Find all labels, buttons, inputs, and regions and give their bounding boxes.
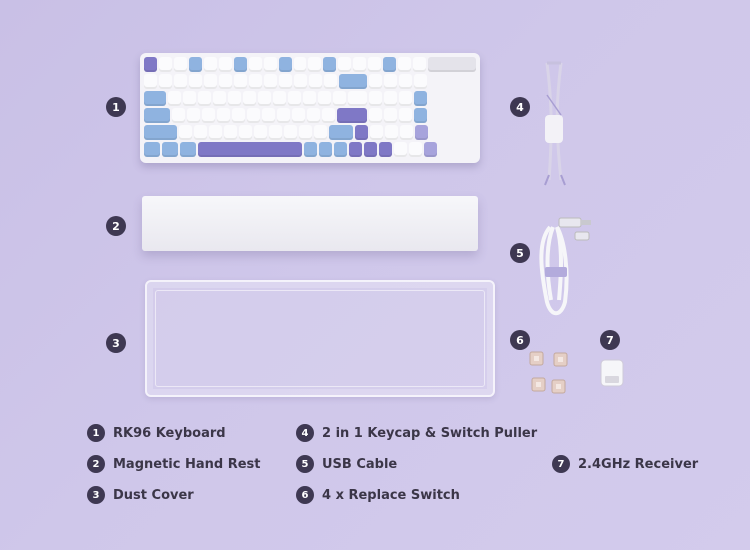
legend-label: 2 in 1 Keycap & Switch Puller — [322, 425, 538, 441]
item-badge-3: 3 — [106, 333, 126, 353]
legend-label: RK96 Keyboard — [113, 425, 226, 441]
item-badge-4: 4 — [510, 97, 530, 117]
legend-badge: 7 — [552, 455, 570, 473]
legend-badge: 6 — [296, 486, 314, 504]
legend-badge: 3 — [87, 486, 105, 504]
keyboard-image — [140, 53, 480, 163]
legend-badge: 5 — [296, 455, 314, 473]
legend-badge: 1 — [87, 424, 105, 442]
legend-label: Dust Cover — [113, 487, 194, 503]
item-badge-1: 1 — [106, 97, 126, 117]
replace-switches-image — [529, 351, 568, 394]
legend-item-4: 4 2 in 1 Keycap & Switch Puller — [296, 424, 537, 442]
keycap-switch-puller-image — [544, 61, 566, 186]
item-badge-6: 6 — [510, 330, 530, 350]
usb-cable-image — [539, 217, 591, 316]
legend-item-6: 6 4 x Replace Switch — [296, 486, 460, 504]
item-badge-7: 7 — [600, 330, 620, 350]
dust-cover-image — [145, 280, 495, 397]
legend-label: 2.4GHz Receiver — [578, 456, 699, 472]
item-badge-2: 2 — [106, 216, 126, 236]
legend-badge: 2 — [87, 455, 105, 473]
legend-label: 4 x Replace Switch — [322, 487, 460, 503]
legend-item-5: 5 USB Cable — [296, 455, 397, 473]
legend-item-7: 7 2.4GHz Receiver — [552, 455, 698, 473]
legend-item-2: 2 Magnetic Hand Rest — [87, 455, 261, 473]
legend-label: Magnetic Hand Rest — [113, 456, 261, 472]
hand-rest-image — [142, 196, 478, 251]
legend-badge: 4 — [296, 424, 314, 442]
item-badge-5: 5 — [510, 243, 530, 263]
legend-item-1: 1 RK96 Keyboard — [87, 424, 226, 442]
receiver-image — [600, 359, 624, 387]
legend-label: USB Cable — [322, 456, 398, 472]
legend-item-3: 3 Dust Cover — [87, 486, 194, 504]
